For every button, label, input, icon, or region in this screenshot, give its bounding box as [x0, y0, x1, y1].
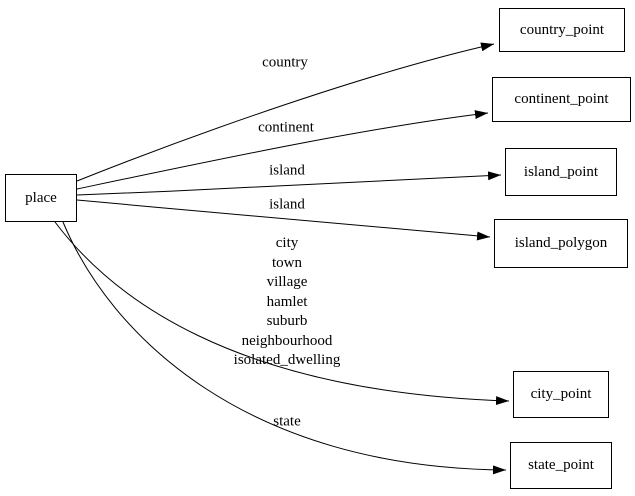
node-country_point-label: country_point: [519, 21, 605, 38]
node-island_polygon: island_polygon: [494, 219, 628, 268]
node-island_point-label: island_point: [523, 163, 599, 180]
node-state_point: state_point: [510, 442, 612, 489]
node-continent_point-label: continent_point: [514, 91, 609, 107]
node-state_point-label: state_point: [528, 457, 594, 473]
node-city_point-label: city_point: [530, 386, 592, 402]
edge-label-country: country: [262, 54, 308, 71]
edge-label-island-polygon: island: [269, 196, 305, 213]
node-city_point: city_point: [513, 371, 609, 418]
node-country_point: country_point: [499, 8, 625, 52]
node-continent_point: continent_point: [492, 77, 631, 122]
node-place-label: place: [25, 189, 57, 206]
edge-place-island_polygon: [76, 199, 491, 241]
edge-place-city_point: [54, 221, 510, 406]
edge-label-state: state: [273, 413, 301, 430]
edge-place-state_point: [62, 221, 507, 475]
edge-label-continent: continent: [258, 119, 314, 136]
node-island_polygon-label: island_polygon: [514, 235, 608, 251]
edge-label-island-point: island: [269, 162, 305, 179]
edge-label-city-group: city town village hamlet suburb neighbou…: [233, 234, 341, 368]
node-place: place: [5, 174, 77, 222]
node-island_point: island_point: [505, 148, 617, 196]
edge-place-country_point: [76, 42, 495, 182]
edge-place-continent_point: [76, 110, 489, 190]
